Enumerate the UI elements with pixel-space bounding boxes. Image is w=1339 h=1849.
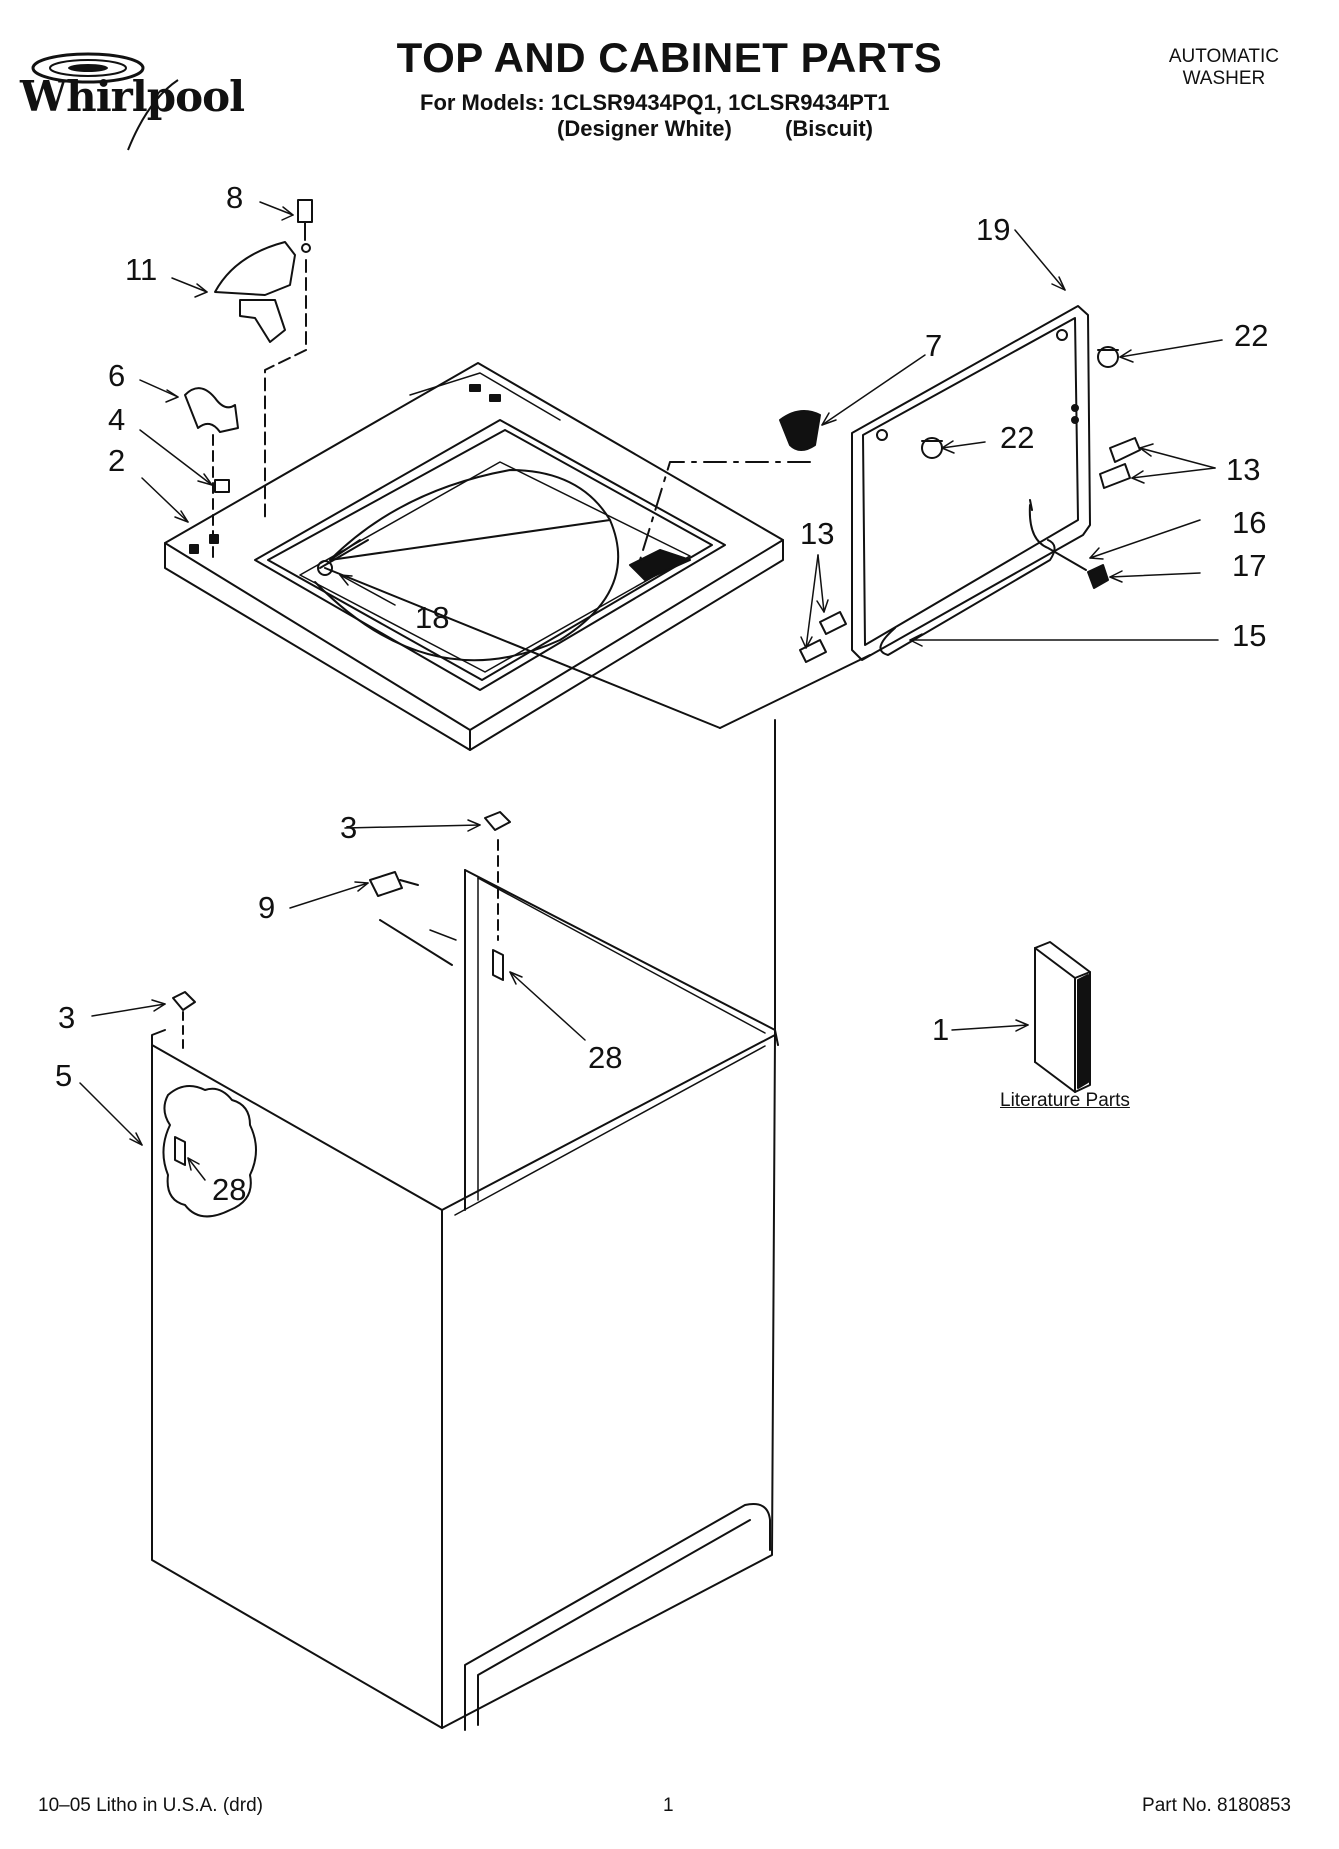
logo-swirl-icon [31,52,179,151]
screw-part-8 [297,199,313,253]
leader-arrows [79,201,1223,1181]
callout-3-lower: 3 [58,1000,76,1035]
callout-22-top: 22 [1234,318,1269,353]
lid-switch-part-11 [214,241,307,521]
cap-part-17 [1087,564,1109,589]
callout-4: 4 [108,402,126,437]
product-type-line1: AUTOMATIC [1168,46,1279,67]
screw-part-9 [369,871,419,897]
hinge-rod-part [317,539,871,729]
callout-22-inner: 22 [1000,420,1035,455]
callout-18: 18 [415,600,450,635]
page-title: TOP AND CABINET PARTS [396,34,943,81]
callout-13-right: 13 [1226,452,1261,487]
literature-parts-icon [1034,941,1091,1093]
bumper-part-7 [639,410,821,561]
footer-page-number: 1 [663,1795,674,1816]
footer-part-number: Part No. 8180853 [1142,1795,1291,1816]
callout-28-right: 28 [588,1040,623,1075]
callout-3-upper: 3 [340,810,358,845]
screw-part-28 [174,839,504,1166]
callout-5: 5 [55,1058,73,1093]
clip-part-6 [184,387,239,561]
product-type: AUTOMATIC WASHER [1169,46,1279,90]
callout-16: 16 [1232,505,1267,540]
callout-15: 15 [1232,618,1267,653]
callout-17: 17 [1232,548,1267,583]
product-type-line2: WASHER [1182,68,1266,89]
screw-part-13 [799,437,1141,663]
callout-8: 8 [226,180,244,215]
callout-1: 1 [932,1012,950,1047]
callout-9: 9 [258,890,276,925]
callout-19: 19 [976,212,1011,247]
callout-11: 11 [125,252,158,287]
callout-2: 2 [108,443,126,478]
callout-28-left: 28 [212,1172,247,1207]
cabinet-part-5 [151,719,779,1731]
literature-parts-label: Literature Parts [1000,1090,1130,1111]
lid-rod-part-16 [879,499,1087,656]
washer-top-panel [164,362,784,751]
lid-frame-part-19 [851,305,1091,661]
nut-part-4 [214,479,230,493]
footer-litho: 10–05 Litho in U.S.A. (drd) [38,1795,263,1816]
brand-name: Whirlpool [20,72,245,121]
cabinet-cutaway [162,1085,257,1218]
callout-13-left: 13 [800,516,835,551]
clip-part-3 [172,811,511,1051]
color-designer-white: (Designer White) [557,116,732,141]
color-biscuit: (Biscuit) [785,116,873,141]
models-line: For Models: 1CLSR9434PQ1, 1CLSR9434PT1 [420,90,890,115]
callout-6: 6 [108,358,126,393]
whirlpool-logo [18,40,263,160]
callout-7: 7 [925,328,943,363]
